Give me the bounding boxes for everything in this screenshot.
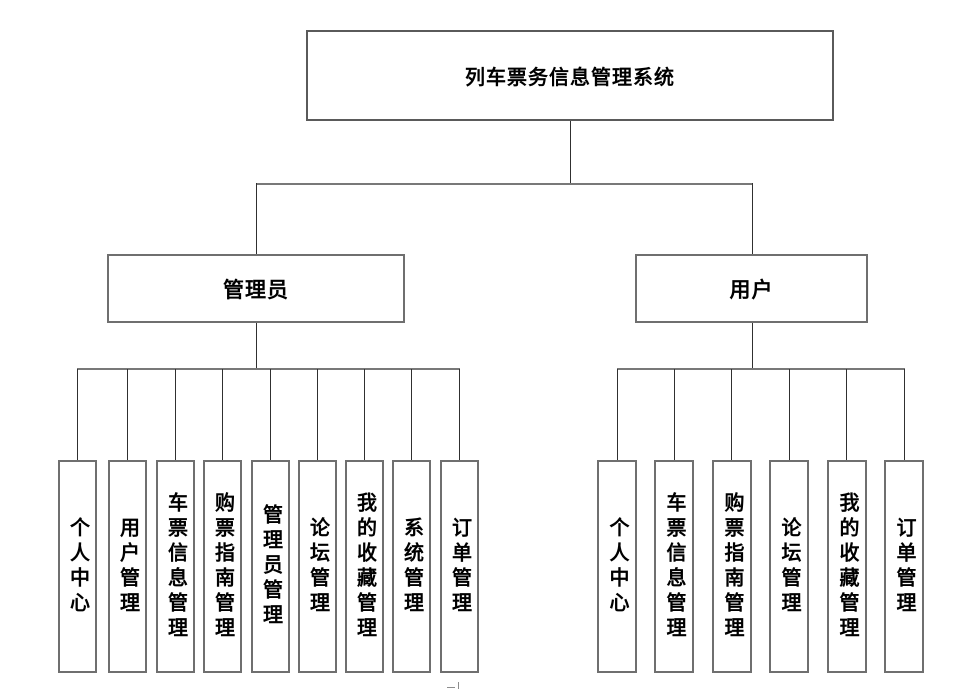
node-user-label: 用户 — [729, 278, 774, 302]
leaf-label: 购票指南管理 — [211, 491, 234, 642]
connector-leaf-drop — [317, 369, 318, 460]
leaf-label: 订单管理 — [893, 516, 915, 617]
node-user: 用户 — [635, 254, 868, 323]
leaf-label: 车票信息管理 — [663, 491, 685, 642]
connector-leaf-drop — [674, 369, 675, 460]
connector-admin-bus — [77, 368, 460, 370]
leaf-label: 购票指南管理 — [721, 491, 743, 642]
leaf-personal-center: 个人中心 — [58, 460, 97, 673]
connector-leaf-drop — [77, 369, 78, 460]
node-system-root: 列车票务信息管理系统 — [306, 30, 834, 121]
leaf-ticket-info-management: 车票信息管理 — [654, 460, 694, 673]
leaf-label: 个人中心 — [66, 516, 89, 617]
leaf-ticket-guide-management: 购票指南管理 — [712, 460, 752, 673]
connector-drop-admin — [256, 183, 257, 254]
leaf-label: 订单管理 — [448, 516, 471, 617]
connector-root-trunk — [570, 121, 571, 183]
node-system-root-label: 列车票务信息管理系统 — [465, 67, 675, 89]
leaf-label: 个人中心 — [606, 516, 628, 617]
connector-admin-trunk — [256, 323, 257, 368]
connector-leaf-drop — [617, 369, 618, 460]
node-admin: 管理员 — [107, 254, 405, 323]
leaf-forum-management: 论坛管理 — [769, 460, 809, 673]
connector-leaf-drop — [270, 369, 271, 460]
leaf-label: 论坛管理 — [778, 516, 800, 617]
leaf-label: 管理员管理 — [259, 504, 282, 629]
leaf-order-management: 订单管理 — [884, 460, 924, 673]
connector-leaf-drop — [364, 369, 365, 460]
connector-leaf-drop — [411, 369, 412, 460]
leaf-label: 用户管理 — [116, 516, 139, 617]
connector-level1-bus — [256, 183, 753, 185]
leaf-ticket-info-management: 车票信息管理 — [156, 460, 195, 673]
connector-leaf-drop — [459, 369, 460, 460]
leaf-user-management: 用户管理 — [108, 460, 147, 673]
connector-leaf-drop — [731, 369, 732, 460]
leaf-label: 系统管理 — [400, 516, 423, 617]
connector-leaf-drop — [175, 369, 176, 460]
leaf-system-management: 系统管理 — [392, 460, 431, 673]
connector-user-trunk — [752, 323, 753, 368]
leaf-ticket-guide-management: 购票指南管理 — [203, 460, 242, 673]
leaf-order-management: 订单管理 — [440, 460, 479, 673]
leaf-label: 我的收藏管理 — [353, 491, 376, 642]
leaf-label: 车票信息管理 — [164, 491, 187, 642]
leaf-label: 论坛管理 — [306, 516, 329, 617]
page-artifact — [445, 682, 463, 690]
connector-drop-user — [752, 183, 753, 254]
leaf-personal-center: 个人中心 — [597, 460, 637, 673]
connector-leaf-drop — [904, 369, 905, 460]
leaf-favorites-management: 我的收藏管理 — [827, 460, 867, 673]
connector-leaf-drop — [789, 369, 790, 460]
connector-user-bus — [617, 368, 905, 370]
leaf-favorites-management: 我的收藏管理 — [345, 460, 384, 673]
node-admin-label: 管理员 — [223, 278, 289, 302]
connector-leaf-drop — [222, 369, 223, 460]
leaf-forum-management: 论坛管理 — [298, 460, 337, 673]
leaf-label: 我的收藏管理 — [836, 491, 858, 642]
connector-leaf-drop — [127, 369, 128, 460]
leaf-admin-management: 管理员管理 — [251, 460, 290, 673]
connector-leaf-drop — [846, 369, 847, 460]
